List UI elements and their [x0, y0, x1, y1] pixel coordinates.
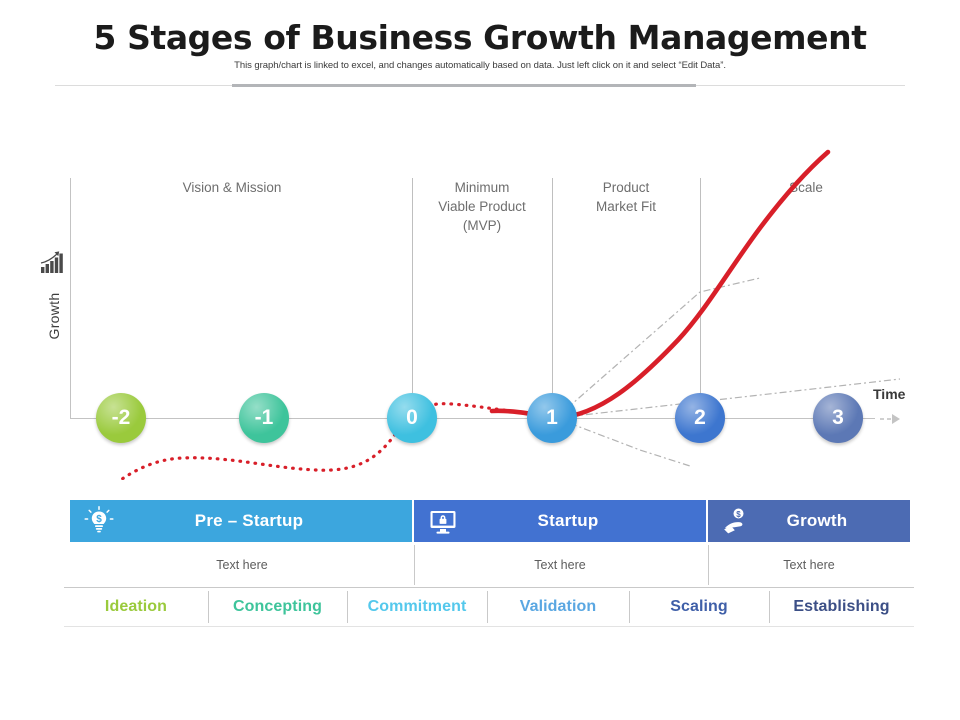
phase-banner-label: Pre – Startup	[194, 511, 304, 530]
phase-divider	[552, 178, 553, 418]
svg-text:$: $	[96, 514, 102, 525]
monitor-lock-icon	[430, 511, 456, 534]
stage-name-divider	[347, 591, 348, 623]
stage-name-cell[interactable]: Validation	[519, 598, 597, 615]
page-title: 5 Stages of Business Growth Management	[93, 18, 867, 57]
text-here-divider	[708, 545, 709, 585]
stage-name-divider	[629, 591, 630, 623]
stage-name-cell[interactable]: Establishing	[793, 598, 890, 615]
phase-banner-row: $ Pre – Startup Startup $ Growth	[70, 500, 910, 542]
stage-name-cell[interactable]: Concepting	[233, 598, 322, 615]
phase-heading-line: Product	[602, 180, 650, 195]
lightbulb-dollar-icon: $	[84, 506, 114, 533]
phase-banner[interactable]: Startup	[414, 500, 706, 542]
text-here-cell[interactable]: Text here	[534, 558, 586, 572]
text-here-row: Text here Text here Text here	[70, 545, 910, 585]
scenario-flat-line	[555, 378, 901, 419]
text-here-cell[interactable]: Text here	[783, 558, 835, 572]
phase-banner-label: Startup	[537, 511, 599, 530]
stage-name-cell[interactable]: Scaling	[670, 598, 728, 615]
scenario-upper-line	[555, 277, 761, 419]
timeline-node[interactable]: -1	[239, 393, 289, 443]
stage-name-cell[interactable]: Commitment	[367, 598, 467, 615]
scenario-decline-line	[555, 417, 691, 467]
early-traction-curve	[117, 402, 522, 480]
header-divider-accent	[232, 84, 696, 87]
x-axis-line	[70, 418, 875, 419]
svg-text:$: $	[736, 510, 741, 519]
phase-banner[interactable]: $ Pre – Startup	[70, 500, 412, 542]
phase-banner-label: Growth	[786, 511, 848, 530]
stage-name-divider	[208, 591, 209, 623]
timeline-node[interactable]: 0	[387, 393, 437, 443]
timeline-node[interactable]: 3	[813, 393, 863, 443]
timeline-node-label: -1	[254, 406, 274, 429]
y-axis-line	[70, 178, 71, 419]
phase-heading: Vision & Mission	[142, 178, 322, 197]
timeline-node-label: 3	[832, 406, 844, 429]
phase-divider	[412, 178, 413, 418]
timeline-node[interactable]: 1	[527, 393, 577, 443]
growth-curve	[489, 149, 831, 421]
timeline-node[interactable]: 2	[675, 393, 725, 443]
stage-name-row: Ideation Concepting Commitment Validation Sc…	[64, 587, 914, 627]
phase-banner[interactable]: $ Growth	[708, 500, 910, 542]
timeline-node-label: -2	[111, 406, 131, 429]
x-axis-label: Time	[873, 386, 906, 402]
text-here-cell[interactable]: Text here	[216, 558, 268, 572]
timeline-node[interactable]: -2	[96, 393, 146, 443]
header: 5 Stages of Business Growth Management T…	[0, 0, 960, 92]
phase-heading-line: Market Fit	[595, 199, 656, 214]
stage-name-divider	[487, 591, 488, 623]
bar-chart-up-icon	[40, 251, 63, 273]
stage-name-divider	[769, 591, 770, 623]
timeline-node-label: 0	[406, 406, 418, 429]
phase-heading-line: (MVP)	[462, 218, 502, 233]
phase-divider	[700, 178, 701, 418]
arrow-right-icon	[880, 414, 900, 424]
stage-name-cell[interactable]: Ideation	[104, 598, 168, 615]
text-here-divider	[414, 545, 415, 585]
timeline-node-label: 1	[546, 406, 558, 429]
phase-heading-line: Viable Product	[438, 199, 526, 214]
hand-coin-icon: $	[724, 508, 744, 534]
page-subtitle: This graph/chart is linked to excel, and…	[234, 60, 726, 71]
phase-heading-line: Vision & Mission	[182, 180, 282, 195]
timeline-node-label: 2	[694, 406, 706, 429]
phase-heading-line: Minimum	[454, 180, 510, 195]
